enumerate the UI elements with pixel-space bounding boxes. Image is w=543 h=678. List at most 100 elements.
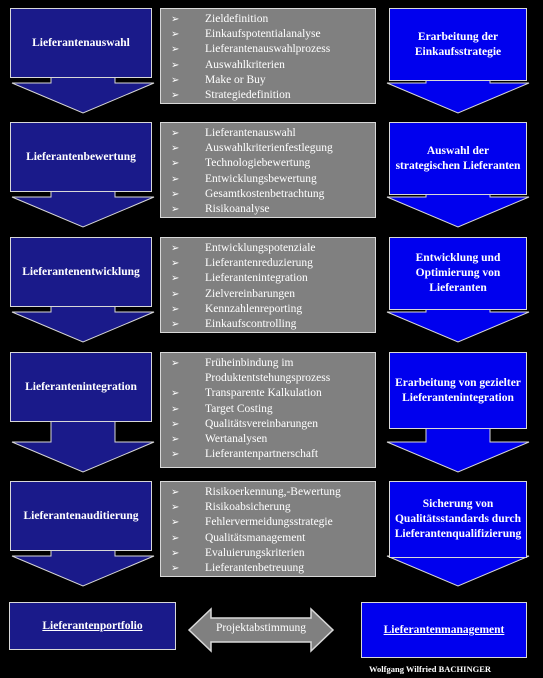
arrowhead-bullet-icon: ➢ [171,403,180,415]
activity-item-label: Lieferantenbetreuung [205,562,304,575]
activity-item-label: Lieferantenreduzierung [205,257,313,270]
arrowhead-bullet-icon: ➢ [171,288,180,300]
activity-item: ➢ Qualitätsvereinbarungen [171,417,371,432]
arrowhead-bullet-icon: ➢ [171,547,180,559]
bidirectional-arrow [187,607,335,653]
arrowhead-bullet-icon: ➢ [171,204,180,216]
activity-item-label: Fehlervermeidungsstrategie [205,516,333,529]
activity-item-label: Zielvereinbarungen [205,287,296,300]
arrowhead-bullet-icon: ➢ [171,487,180,498]
stage-goal-box: Entwicklung und Optimierung von Lieferan… [389,237,527,310]
activity-item-label: Lieferantenintegration [205,272,308,285]
activity-item: ➢Evaluierungskriterien [171,546,371,561]
arrowhead-bullet-icon: ➢ [171,158,180,170]
activity-item-label: Risikoabsicherung [205,501,291,514]
arrowhead-bullet-icon: ➢ [171,418,180,430]
activity-item: ➢ Risikoabsicherung [171,500,371,515]
activity-item-label: Transparente Kalkulation [205,387,322,400]
stage-goal-box: Erarbeitung von gezielter Lieferantenint… [389,352,527,429]
arrowhead-bullet-icon: ➢ [171,273,180,285]
activity-item-label: Lieferantenauswahlprozess [205,43,331,56]
activity-item: ➢Lieferantenpartnerschaft [171,447,371,462]
activity-item-label: Risikoerkennung,-Bewertung [205,486,341,498]
activity-item: ➢Entwicklungspotenziale [171,241,371,256]
activity-item-label: Strategiedefinition [205,89,291,102]
activity-item: ➢ Fehlervermeidungsstrategie [171,515,371,530]
activity-item-label: Auswahlkriterienfestlegung [205,142,333,155]
activity-item: ➢ Einkaufspotentialanalyse [171,27,371,42]
arrowhead-bullet-icon: ➢ [171,517,180,529]
arrowhead-bullet-icon: ➢ [171,319,180,331]
stage-left-box: Lieferantenauswahl [10,8,152,78]
arrowhead-bullet-icon: ➢ [171,44,180,56]
portfolio-box: Lieferantenportfolio [9,602,176,650]
stage-left-box: Lieferantenentwicklung [10,237,152,307]
arrowhead-bullet-icon: ➢ [171,434,180,446]
activity-item: ➢Target Costing [171,402,371,417]
activity-item: ➢ Risikoerkennung,-Bewertung [171,485,371,500]
activity-item-label: Einkaufspotentialanalyse [205,28,321,41]
activity-item-label: Qualitätsmanagement [205,531,306,544]
activity-item-label: Qualitätsvereinbarungen [205,417,319,430]
stage-goal-box: Sicherung von Qualitätsstandards durch L… [389,481,527,558]
activity-item-label: Make or Buy [205,73,266,86]
activity-item-label: Entwicklungspotenziale [205,242,316,254]
activity-items: ➢Entwicklungspotenziale➢Lieferantenreduz… [171,241,371,332]
activity-item: ➢ Entwicklungsbewertung [171,172,371,187]
activity-item: ➢ Zielvereinbarungen [171,287,371,302]
activity-item-label: Zieldefinition [205,13,269,25]
activity-item: ➢ Auswahlkriterien [171,58,371,73]
stage-activity-list: ➢Entwicklungspotenziale➢Lieferantenreduz… [160,237,376,333]
activity-item: ➢Strategiedefinition [171,88,371,103]
stage-activity-list: ➢ Lieferantenauswahl ➢ Auswahlkriterienfest… [160,122,376,218]
activity-item: ➢ Einkaufscontrolling [171,317,371,332]
connector-label: Projektabstimmung [215,622,307,634]
stage-activity-list: ➢ Früheinbindung im Produktentstehungspro… [160,352,376,468]
arrowhead-bullet-icon: ➢ [171,128,180,139]
activity-item-label: Einkaufscontrolling [205,318,297,331]
activity-item: ➢ Auswahlkriterienfestlegung [171,141,371,156]
arrowhead-bullet-icon: ➢ [171,14,180,25]
arrowhead-bullet-icon: ➢ [171,502,180,514]
activity-item-label: Technologiebewertung [205,157,311,170]
arrowhead-bullet-icon: ➢ [171,143,180,155]
activity-item-label: Früheinbindung im Produktentstehungsproz… [205,357,331,385]
activity-item: ➢ Lieferantenauswahl [171,126,371,141]
activity-item-label: Wertanalysen [205,433,268,446]
activity-item-label: Gesamtkostenbetrachtung [205,187,325,200]
arrowhead-bullet-icon: ➢ [171,563,180,575]
activity-item: ➢ Risikoanalyse [171,202,371,217]
stage-goal-box: Erarbeitung der Einkaufsstrategie [389,8,527,81]
arrowhead-bullet-icon: ➢ [171,173,180,185]
stage-goal-box: Auswahl der strategischen Lieferanten [389,122,527,195]
arrowhead-bullet-icon: ➢ [171,59,180,71]
activity-item-label: Auswahlkriterien [205,58,285,71]
stage-left-box: Lieferantenintegration [10,352,152,422]
activity-item: ➢ Lieferantenintegration [171,271,371,286]
activity-item-label: Kennzahlenreporting [205,302,303,315]
arrowhead-bullet-icon: ➢ [171,358,180,369]
activity-item-label: Risikoanalyse [205,203,270,216]
activity-item: ➢Qualitätsmanagement [171,531,371,546]
management-box: Lieferantenmanagement [361,602,527,658]
arrowhead-bullet-icon: ➢ [171,303,180,315]
arrowhead-bullet-icon: ➢ [171,188,180,200]
arrowhead-bullet-icon: ➢ [171,258,180,270]
activity-items: ➢ Risikoerkennung,-Bewertung ➢ Risikoabsich… [171,485,371,576]
arrowhead-bullet-icon: ➢ [171,388,180,400]
activity-item-label: Entwicklungsbewertung [205,172,317,185]
activity-item: ➢ Kennzahlenreporting [171,302,371,317]
activity-item: ➢ Früheinbindung im Produktentstehungspro… [171,356,371,386]
activity-item: ➢ Lieferantenbetreuung [171,561,371,576]
activity-items: ➢ Lieferantenauswahl ➢ Auswahlkriterienfest… [171,126,371,217]
activity-items: ➢ Früheinbindung im Produktentstehungspro… [171,356,371,462]
activity-item-label: Lieferantenauswahl [205,127,296,139]
activity-item: ➢ Lieferantenauswahlprozess [171,42,371,57]
stage-activity-list: ➢ Zieldefinition ➢ Einkaufspotentialanalyse… [160,8,376,104]
activity-item: ➢ Technologiebewertung [171,156,371,171]
arrowhead-bullet-icon: ➢ [171,29,180,41]
activity-item: ➢ Transparente Kalkulation [171,386,371,401]
activity-item-label: Lieferantenpartnerschaft [205,448,319,461]
author-credit: Wolfgang Wilfried BACHINGER [369,664,492,674]
